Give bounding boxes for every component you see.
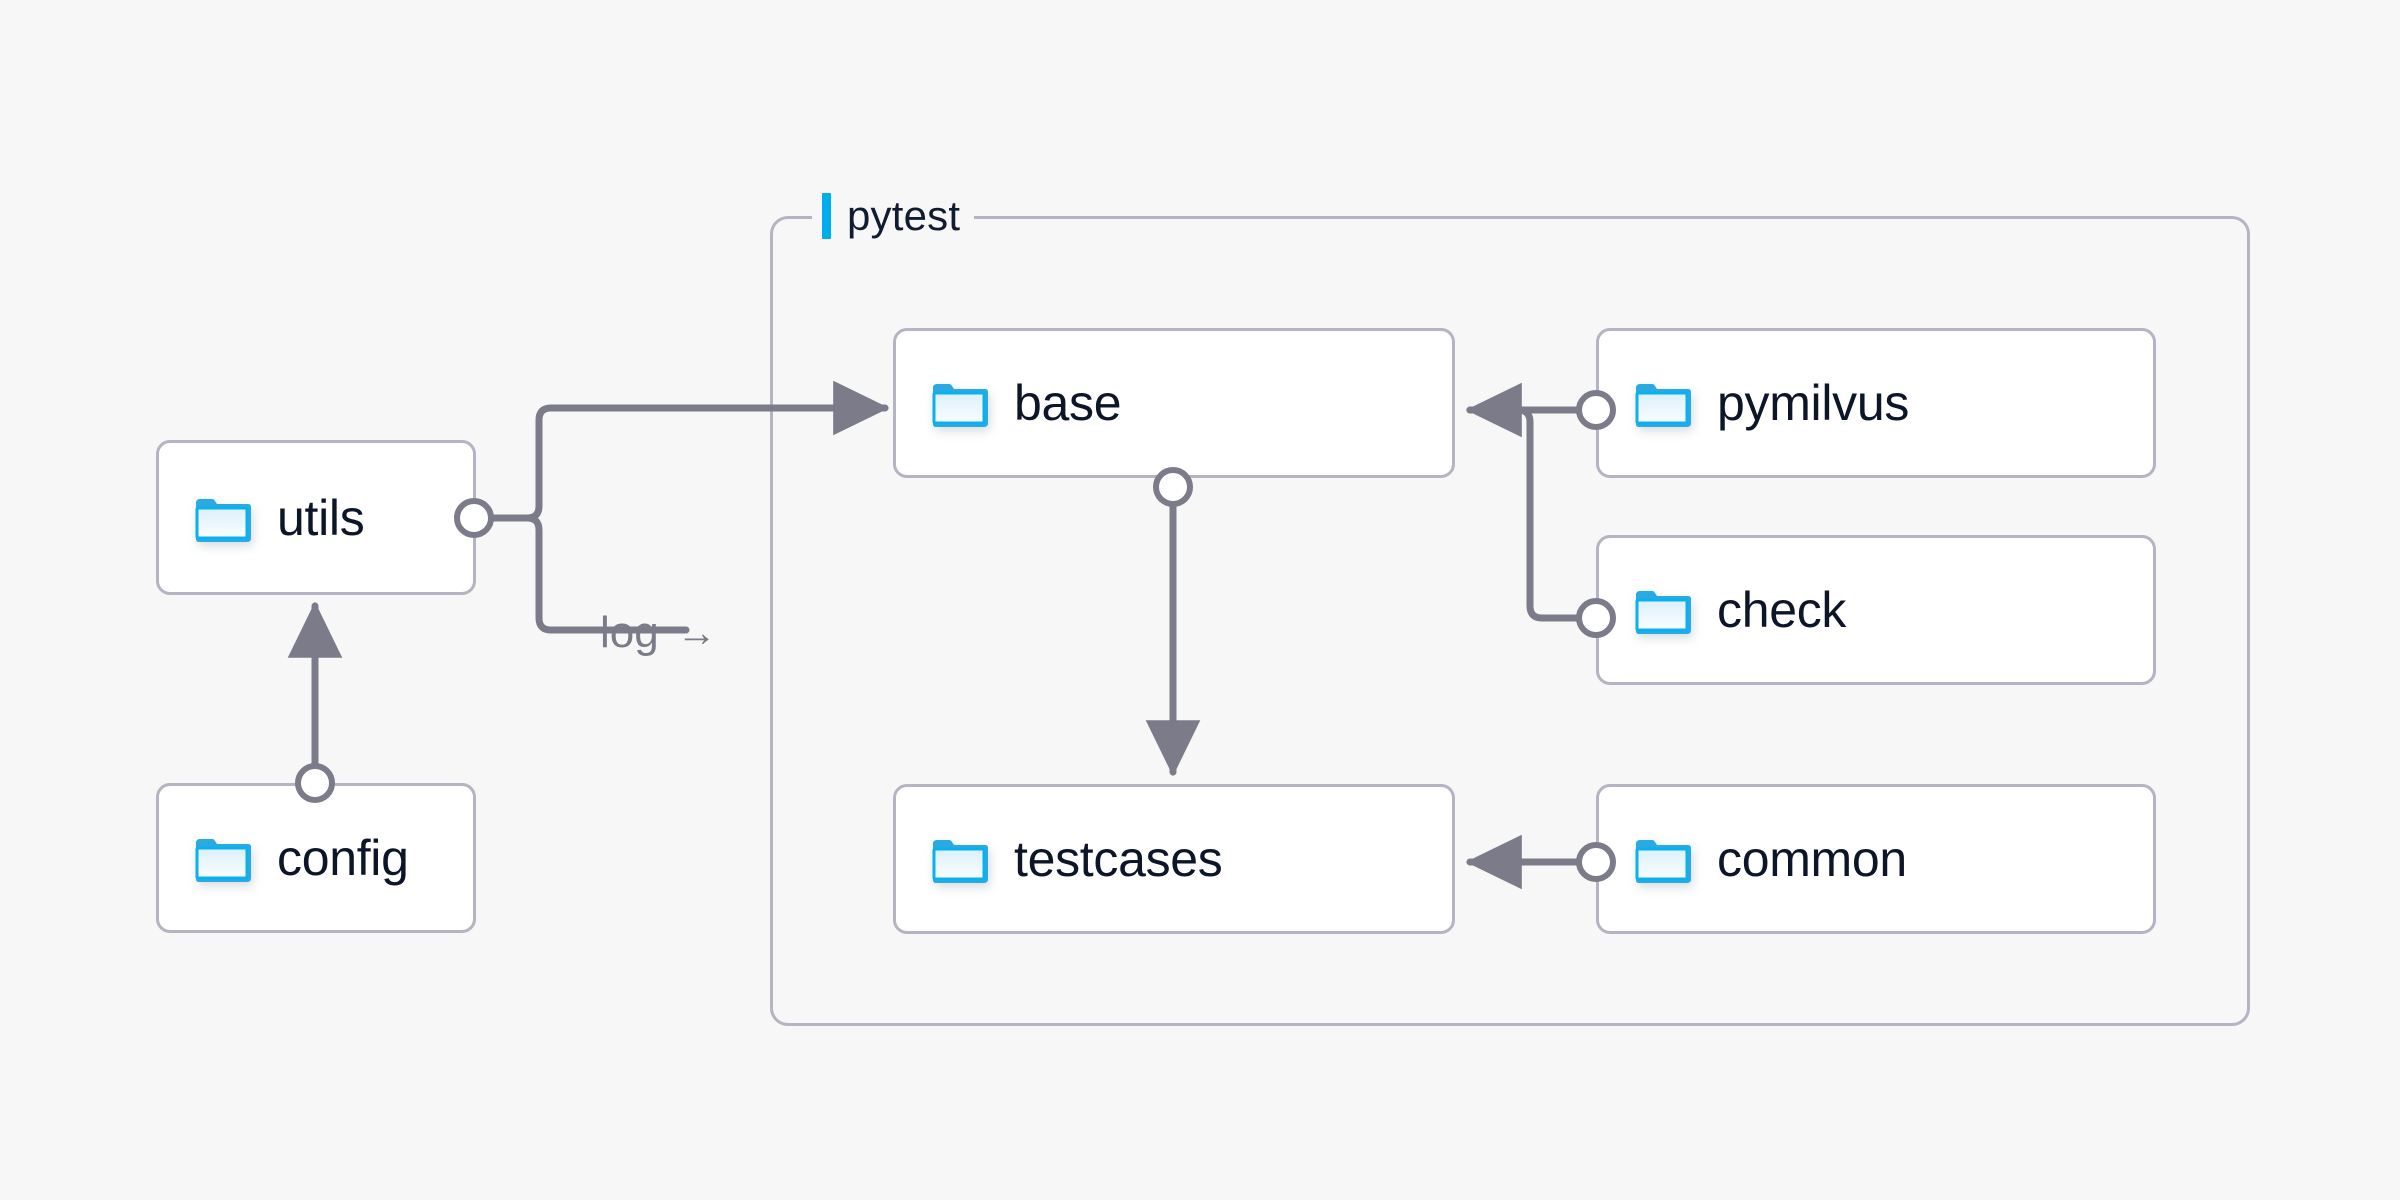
folder-icon: [930, 835, 988, 883]
node-common[interactable]: common: [1596, 784, 2156, 934]
group-accent-bar: [822, 193, 831, 239]
node-check[interactable]: check: [1596, 535, 2156, 685]
folder-icon: [1633, 835, 1691, 883]
folder-icon: [1633, 586, 1691, 634]
group-label-pytest: pytest: [812, 189, 975, 243]
node-testcases[interactable]: testcases: [893, 784, 1455, 934]
edge-label-text: log: [600, 608, 659, 657]
edge-label-log: log →: [600, 608, 717, 658]
group-box-pytest[interactable]: [770, 216, 2250, 1026]
folder-icon: [1633, 379, 1691, 427]
node-label: utils: [277, 489, 365, 546]
node-label: base: [1014, 375, 1122, 431]
folder-icon: [193, 494, 251, 542]
node-label: common: [1717, 831, 1907, 887]
node-pymilvus[interactable]: pymilvus: [1596, 328, 2156, 478]
folder-icon: [930, 379, 988, 427]
node-utils[interactable]: utils: [156, 440, 476, 595]
node-label: testcases: [1014, 831, 1223, 887]
node-label: config: [277, 830, 409, 886]
node-base[interactable]: base: [893, 328, 1455, 478]
group-title: pytest: [847, 192, 961, 239]
node-label: pymilvus: [1717, 375, 1910, 431]
node-label: check: [1717, 582, 1847, 638]
node-config[interactable]: config: [156, 783, 476, 933]
arrow-right-icon: →: [676, 611, 717, 655]
folder-icon: [193, 834, 251, 882]
